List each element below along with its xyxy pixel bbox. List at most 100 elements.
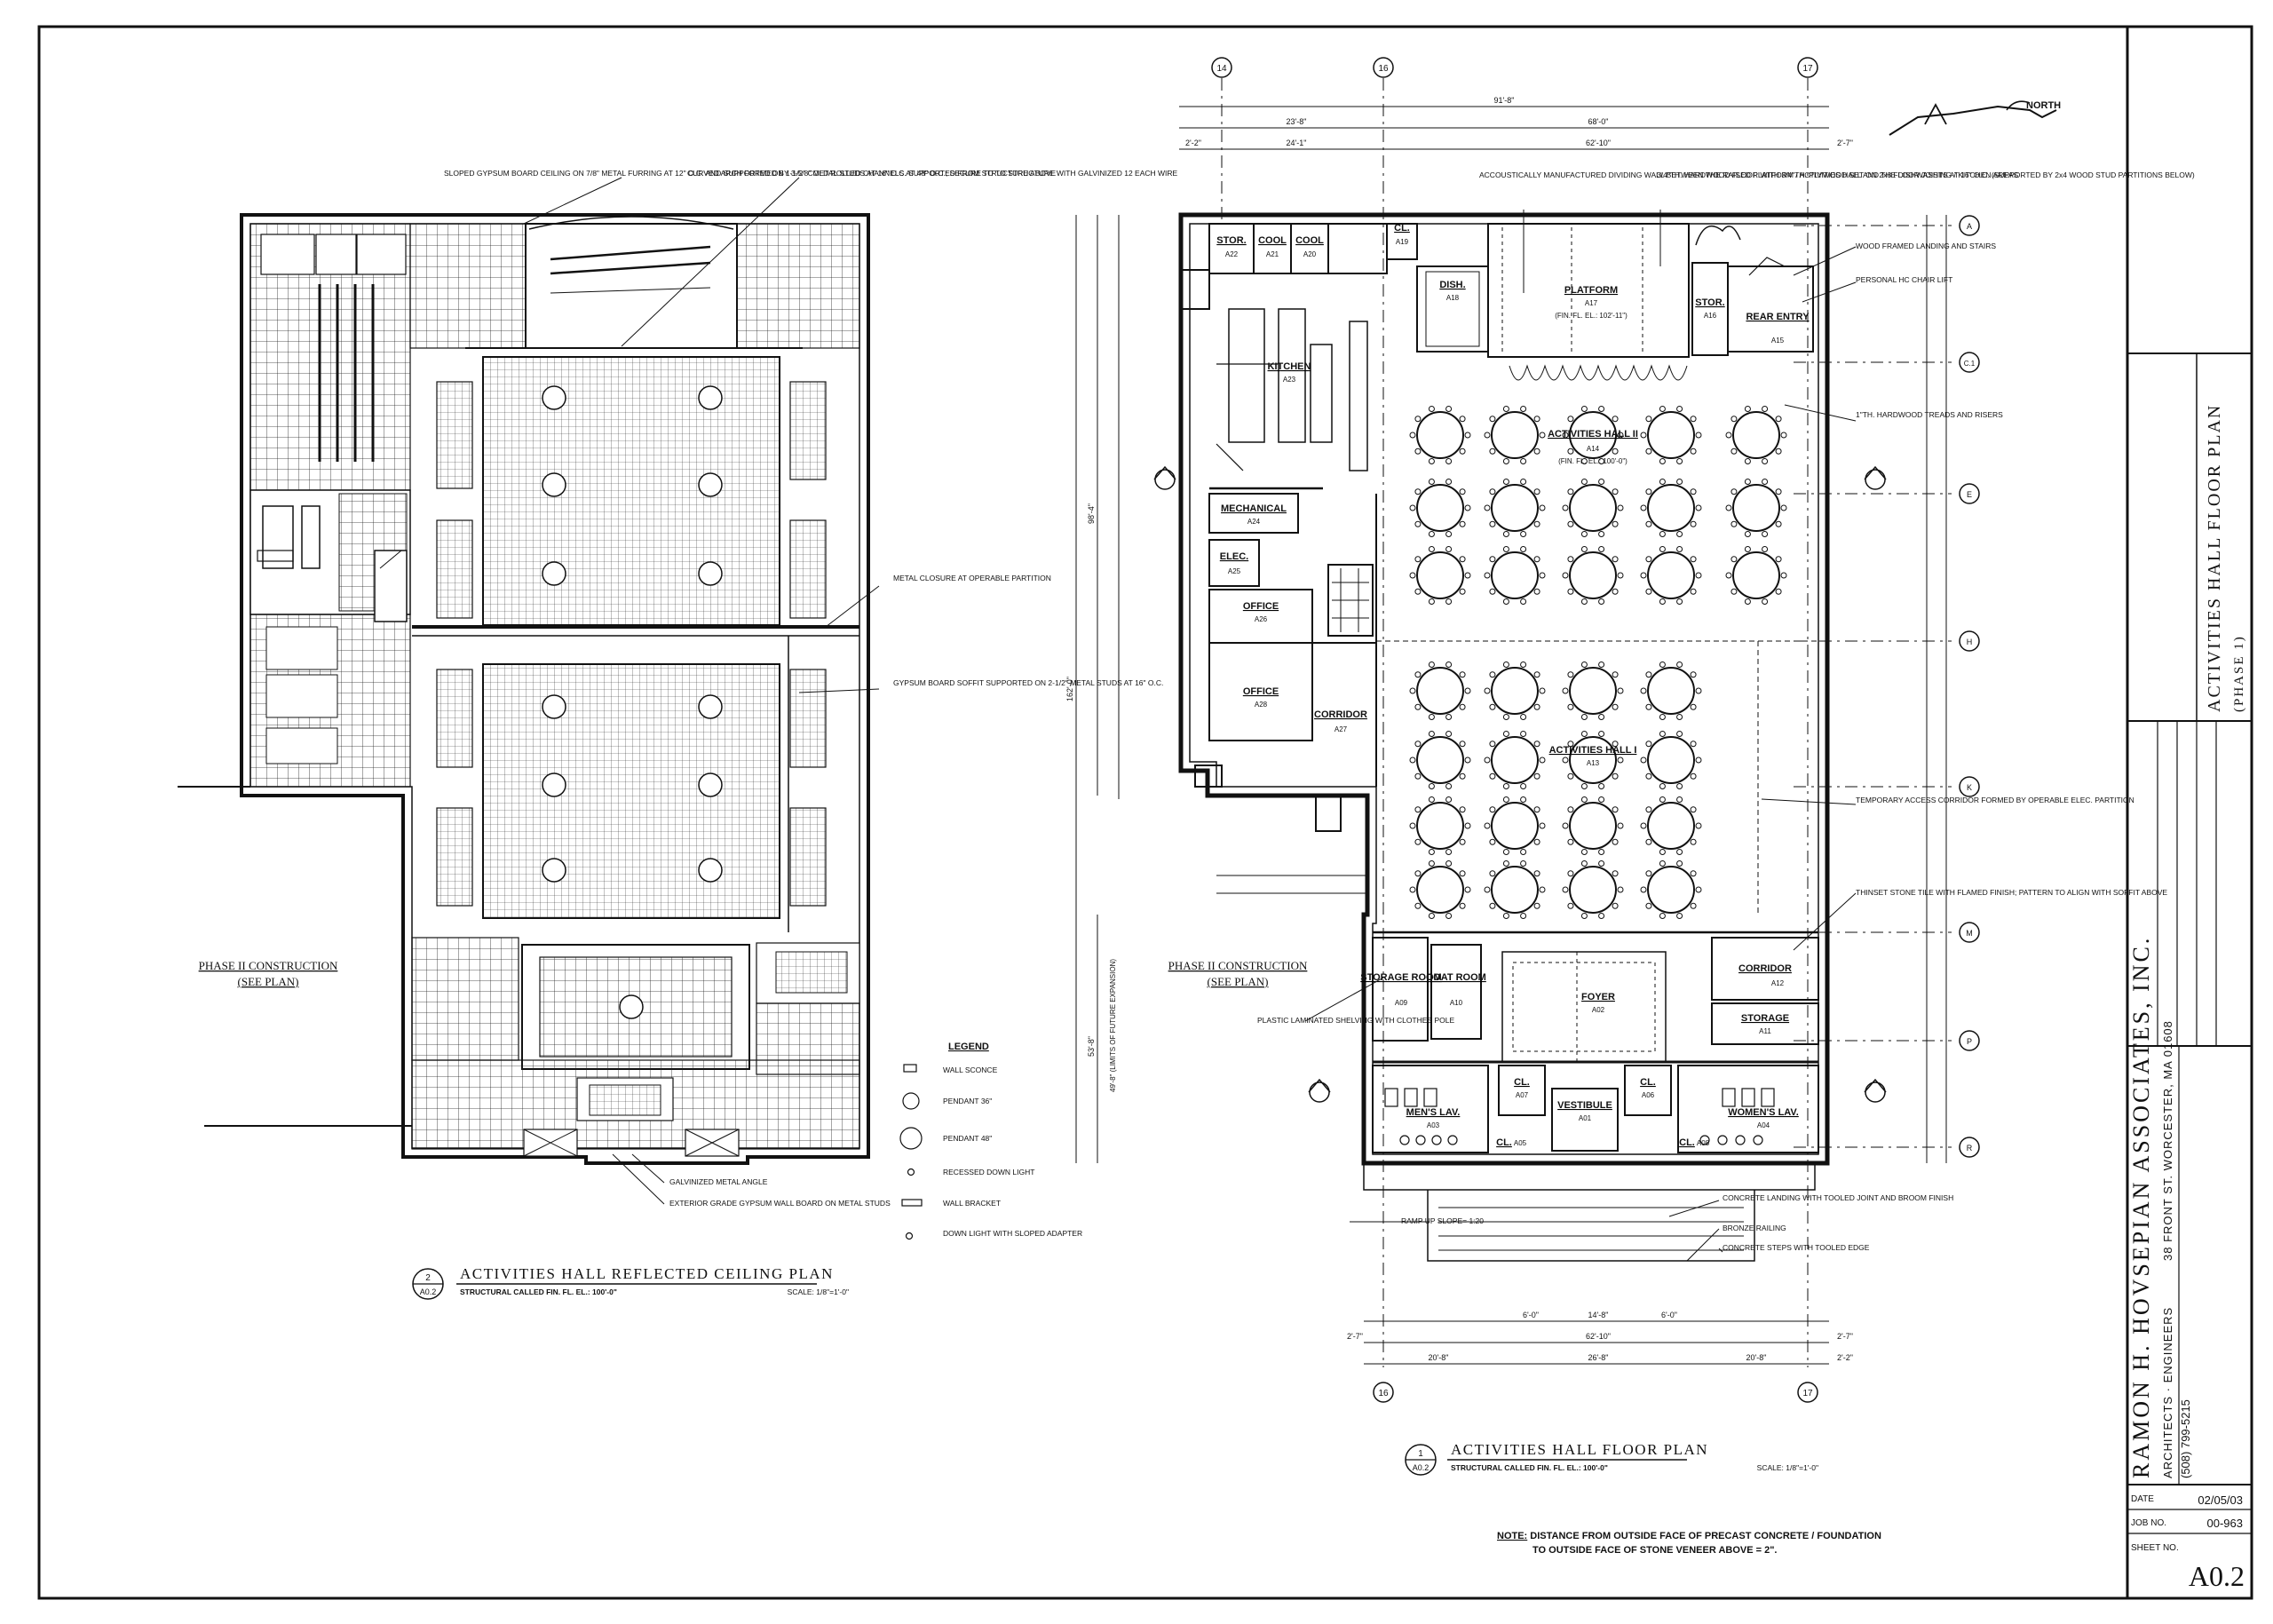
chair	[1612, 671, 1619, 678]
chair	[1690, 588, 1697, 595]
chair	[1659, 546, 1666, 553]
floor-note-10: BRONZE RAILING	[1723, 1224, 1786, 1232]
chair	[1580, 406, 1588, 413]
chair	[1612, 416, 1619, 423]
chair	[1520, 546, 1527, 553]
sheet-no-label: SHEET NO.	[2131, 1543, 2179, 1553]
chair	[1445, 598, 1453, 605]
chair	[1484, 822, 1491, 829]
grid-label-C1: C.1	[1964, 360, 1976, 368]
chair	[1428, 406, 1435, 413]
ceiling-notes	[523, 177, 880, 1205]
chair	[1409, 822, 1416, 829]
chair	[1676, 713, 1683, 720]
chair	[1690, 902, 1697, 909]
chair	[1676, 860, 1683, 867]
chair	[1775, 588, 1782, 595]
dim-bottom-f: 2'-7"	[1837, 1332, 1853, 1341]
chair	[1725, 432, 1732, 439]
job-label: JOB NO.	[2131, 1518, 2166, 1528]
chair	[1464, 572, 1471, 579]
chair	[1562, 432, 1569, 439]
chair	[1502, 731, 1509, 738]
firm-phone: (508) 799-5215	[2179, 1399, 2192, 1478]
ceiling-note-3: METAL CLOSURE AT OPERABLE PARTITION	[893, 574, 1051, 582]
chair	[1690, 520, 1697, 527]
chair	[1645, 416, 1652, 423]
chair	[1567, 870, 1574, 877]
phase2-label-left: PHASE II CONSTRUCTION	[199, 959, 338, 972]
room-mechanical: MECHANICAL	[1221, 503, 1287, 514]
chair	[1464, 822, 1471, 829]
chair	[1676, 661, 1683, 669]
chair	[1445, 782, 1453, 789]
dim-bottom-e: 62'-10"	[1586, 1332, 1611, 1341]
chair	[1539, 572, 1546, 579]
chair	[1414, 741, 1422, 748]
chair	[1762, 406, 1769, 413]
round-table	[1491, 551, 1539, 599]
chair	[1744, 598, 1751, 605]
chair	[1612, 556, 1619, 563]
chair	[1445, 546, 1453, 553]
chair	[1459, 741, 1466, 748]
chair	[1659, 479, 1666, 486]
chair	[1640, 886, 1647, 893]
chair	[1414, 703, 1422, 710]
floor-note-leaders	[1304, 210, 1857, 1262]
chair	[1502, 912, 1509, 919]
chair	[1414, 772, 1422, 780]
room-foyer: FOYER	[1581, 992, 1615, 1002]
chair	[1562, 572, 1569, 579]
chair	[1612, 741, 1619, 748]
ceiling-note-5: GALVINIZED METAL ANGLE	[669, 1177, 768, 1186]
chair	[1414, 838, 1422, 845]
chair	[1645, 488, 1652, 495]
chair	[1645, 671, 1652, 678]
room-corridor: CORRIDOR	[1314, 709, 1367, 720]
chair	[1659, 661, 1666, 669]
chair	[1489, 448, 1496, 455]
grid-label-P: P	[1967, 1037, 1972, 1046]
chair	[1459, 703, 1466, 710]
chair	[1598, 457, 1605, 464]
legend-item-pendant48: PENDANT 48"	[943, 1134, 992, 1143]
round-table	[1647, 551, 1695, 599]
chair	[1567, 703, 1574, 710]
see-plan-right: (SEE PLAN)	[1208, 975, 1269, 988]
section-markers	[1153, 465, 1887, 1103]
chair	[1580, 782, 1588, 789]
room-cl-4: CL.	[1496, 1137, 1512, 1148]
chair	[1533, 520, 1540, 527]
legend-item-pendant36: PENDANT 36"	[943, 1097, 992, 1105]
chair	[1690, 671, 1697, 678]
chair	[1502, 713, 1509, 720]
chair	[1617, 504, 1624, 511]
chair	[1580, 546, 1588, 553]
firm-address: 38 FRONT ST. WORCESTER, MA 01608	[2161, 1020, 2174, 1261]
chair	[1598, 713, 1605, 720]
chair	[1520, 661, 1527, 669]
chair	[1502, 457, 1509, 464]
chair	[1464, 687, 1471, 694]
round-table	[1491, 736, 1539, 784]
chair	[1645, 741, 1652, 748]
chair	[1775, 488, 1782, 495]
chair	[1617, 432, 1624, 439]
round-table	[1416, 551, 1464, 599]
chair	[1414, 488, 1422, 495]
legend-item-bracket: WALL BRACKET	[943, 1199, 1001, 1208]
round-table	[1569, 667, 1617, 715]
chair	[1445, 406, 1453, 413]
date-label: DATE	[2131, 1494, 2154, 1504]
chair	[1445, 479, 1453, 486]
chair	[1520, 848, 1527, 855]
chair	[1645, 556, 1652, 563]
grid-label-M: M	[1966, 929, 1973, 938]
tag-a11: A11	[1759, 1027, 1771, 1035]
chair	[1567, 806, 1574, 813]
chair	[1762, 546, 1769, 553]
chair	[1598, 848, 1605, 855]
chair	[1428, 796, 1435, 804]
floor-plan: NORTH	[1075, 57, 2061, 1403]
